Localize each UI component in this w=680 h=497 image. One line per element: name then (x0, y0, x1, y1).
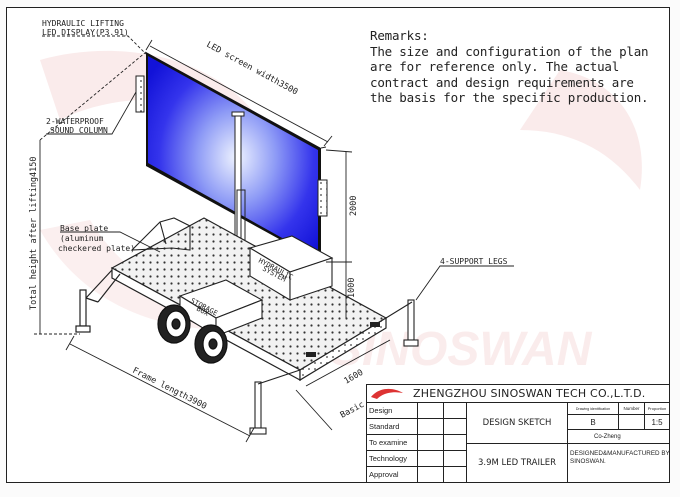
company-row: ZHENGZHOU SINOSWAN TECH CO.,L.T.D. (366, 384, 670, 403)
title-block: ZHENGZHOU SINOSWAN TECH CO.,L.T.D. Desig… (366, 384, 670, 483)
lower-height-dim: 1000 (347, 278, 357, 298)
tail-lights (306, 322, 380, 357)
wheel-rear (194, 324, 228, 364)
manufacturer-cell: DESIGNED&MANUFACTURED BY SINOSWAN. (567, 443, 670, 483)
row-label-standard: Standard (366, 418, 418, 435)
screen-height-dim: 2000 (349, 196, 359, 216)
identification-value: B (567, 414, 619, 430)
sound-callout-line-2: SOUND COLUMN (50, 126, 108, 135)
storage-box (178, 279, 264, 337)
frame-length-dim: Frame length3900 (131, 366, 209, 412)
support-legs (249, 299, 419, 435)
row-label-technology: Technology (366, 450, 418, 467)
signature-column-1 (417, 402, 444, 483)
drawing-name-cell: 3.9M LED TRAILER (466, 443, 568, 483)
manufacturer-line-1: DESIGNED&MANUFACTURED BY (570, 450, 670, 457)
row-label-approval: Approval (366, 466, 418, 483)
tow-bar (75, 269, 121, 333)
sheet-type: DESIGN SKETCH (482, 418, 552, 428)
display-callout-line-1: HYDRAULIC LIFTING (42, 19, 124, 28)
display-callout-line-2: LED DISPLAY(P3.91) (42, 28, 129, 37)
remarks-block: Remarks: The size and configuration of t… (370, 28, 660, 106)
remarks-heading: Remarks: (370, 28, 429, 43)
drafter-cell: Co-Zheng (567, 429, 670, 444)
led-screen (146, 52, 327, 262)
total-height-dim: Total height after lifting4150 (29, 156, 39, 310)
company-name: ZHENGZHOU SINOSWAN TECH CO.,L.T.D. (413, 387, 646, 400)
base-plate-line-3: checkered plate) (58, 244, 135, 253)
sheet-type-cell: DESIGN SKETCH (466, 402, 568, 444)
remarks-line-1: The size and configuration of the plan (370, 43, 649, 59)
remarks-line-2: are for reference only. The actual (370, 59, 620, 74)
row-label-design: Design (366, 402, 418, 419)
base-plate-line-1: Base plate (60, 224, 108, 233)
row-label-examine: To examine (366, 434, 418, 451)
sound-callout-line-1: 2-WATERPROOF (46, 117, 104, 126)
sound-column-left (135, 75, 145, 113)
proportion-value: 1:5 (644, 414, 670, 430)
front-rail (130, 217, 191, 251)
hydraulic-system-box (248, 235, 334, 301)
signature-column-2 (443, 402, 467, 483)
manufacturer-line-2: SINOSWAN. (570, 458, 606, 465)
logo-mark-icon (371, 388, 403, 399)
remarks-line-4: the basis for the specific production. (370, 90, 649, 105)
callout-labels: HYDRAULIC LIFTING LED DISPLAY(P3.91) 2-W… (42, 19, 508, 318)
sound-column-right (317, 179, 328, 217)
drawing-name: 3.9M LED TRAILER (478, 458, 556, 468)
base-plate-line-2: (aluminum (60, 234, 104, 243)
number-value (618, 414, 645, 430)
support-legs-label: 4-SUPPORT LEGS (440, 257, 508, 266)
wheel-front (157, 304, 191, 344)
remarks-line-3: contract and design requirements are (370, 74, 634, 90)
dimension-lines (34, 35, 514, 443)
